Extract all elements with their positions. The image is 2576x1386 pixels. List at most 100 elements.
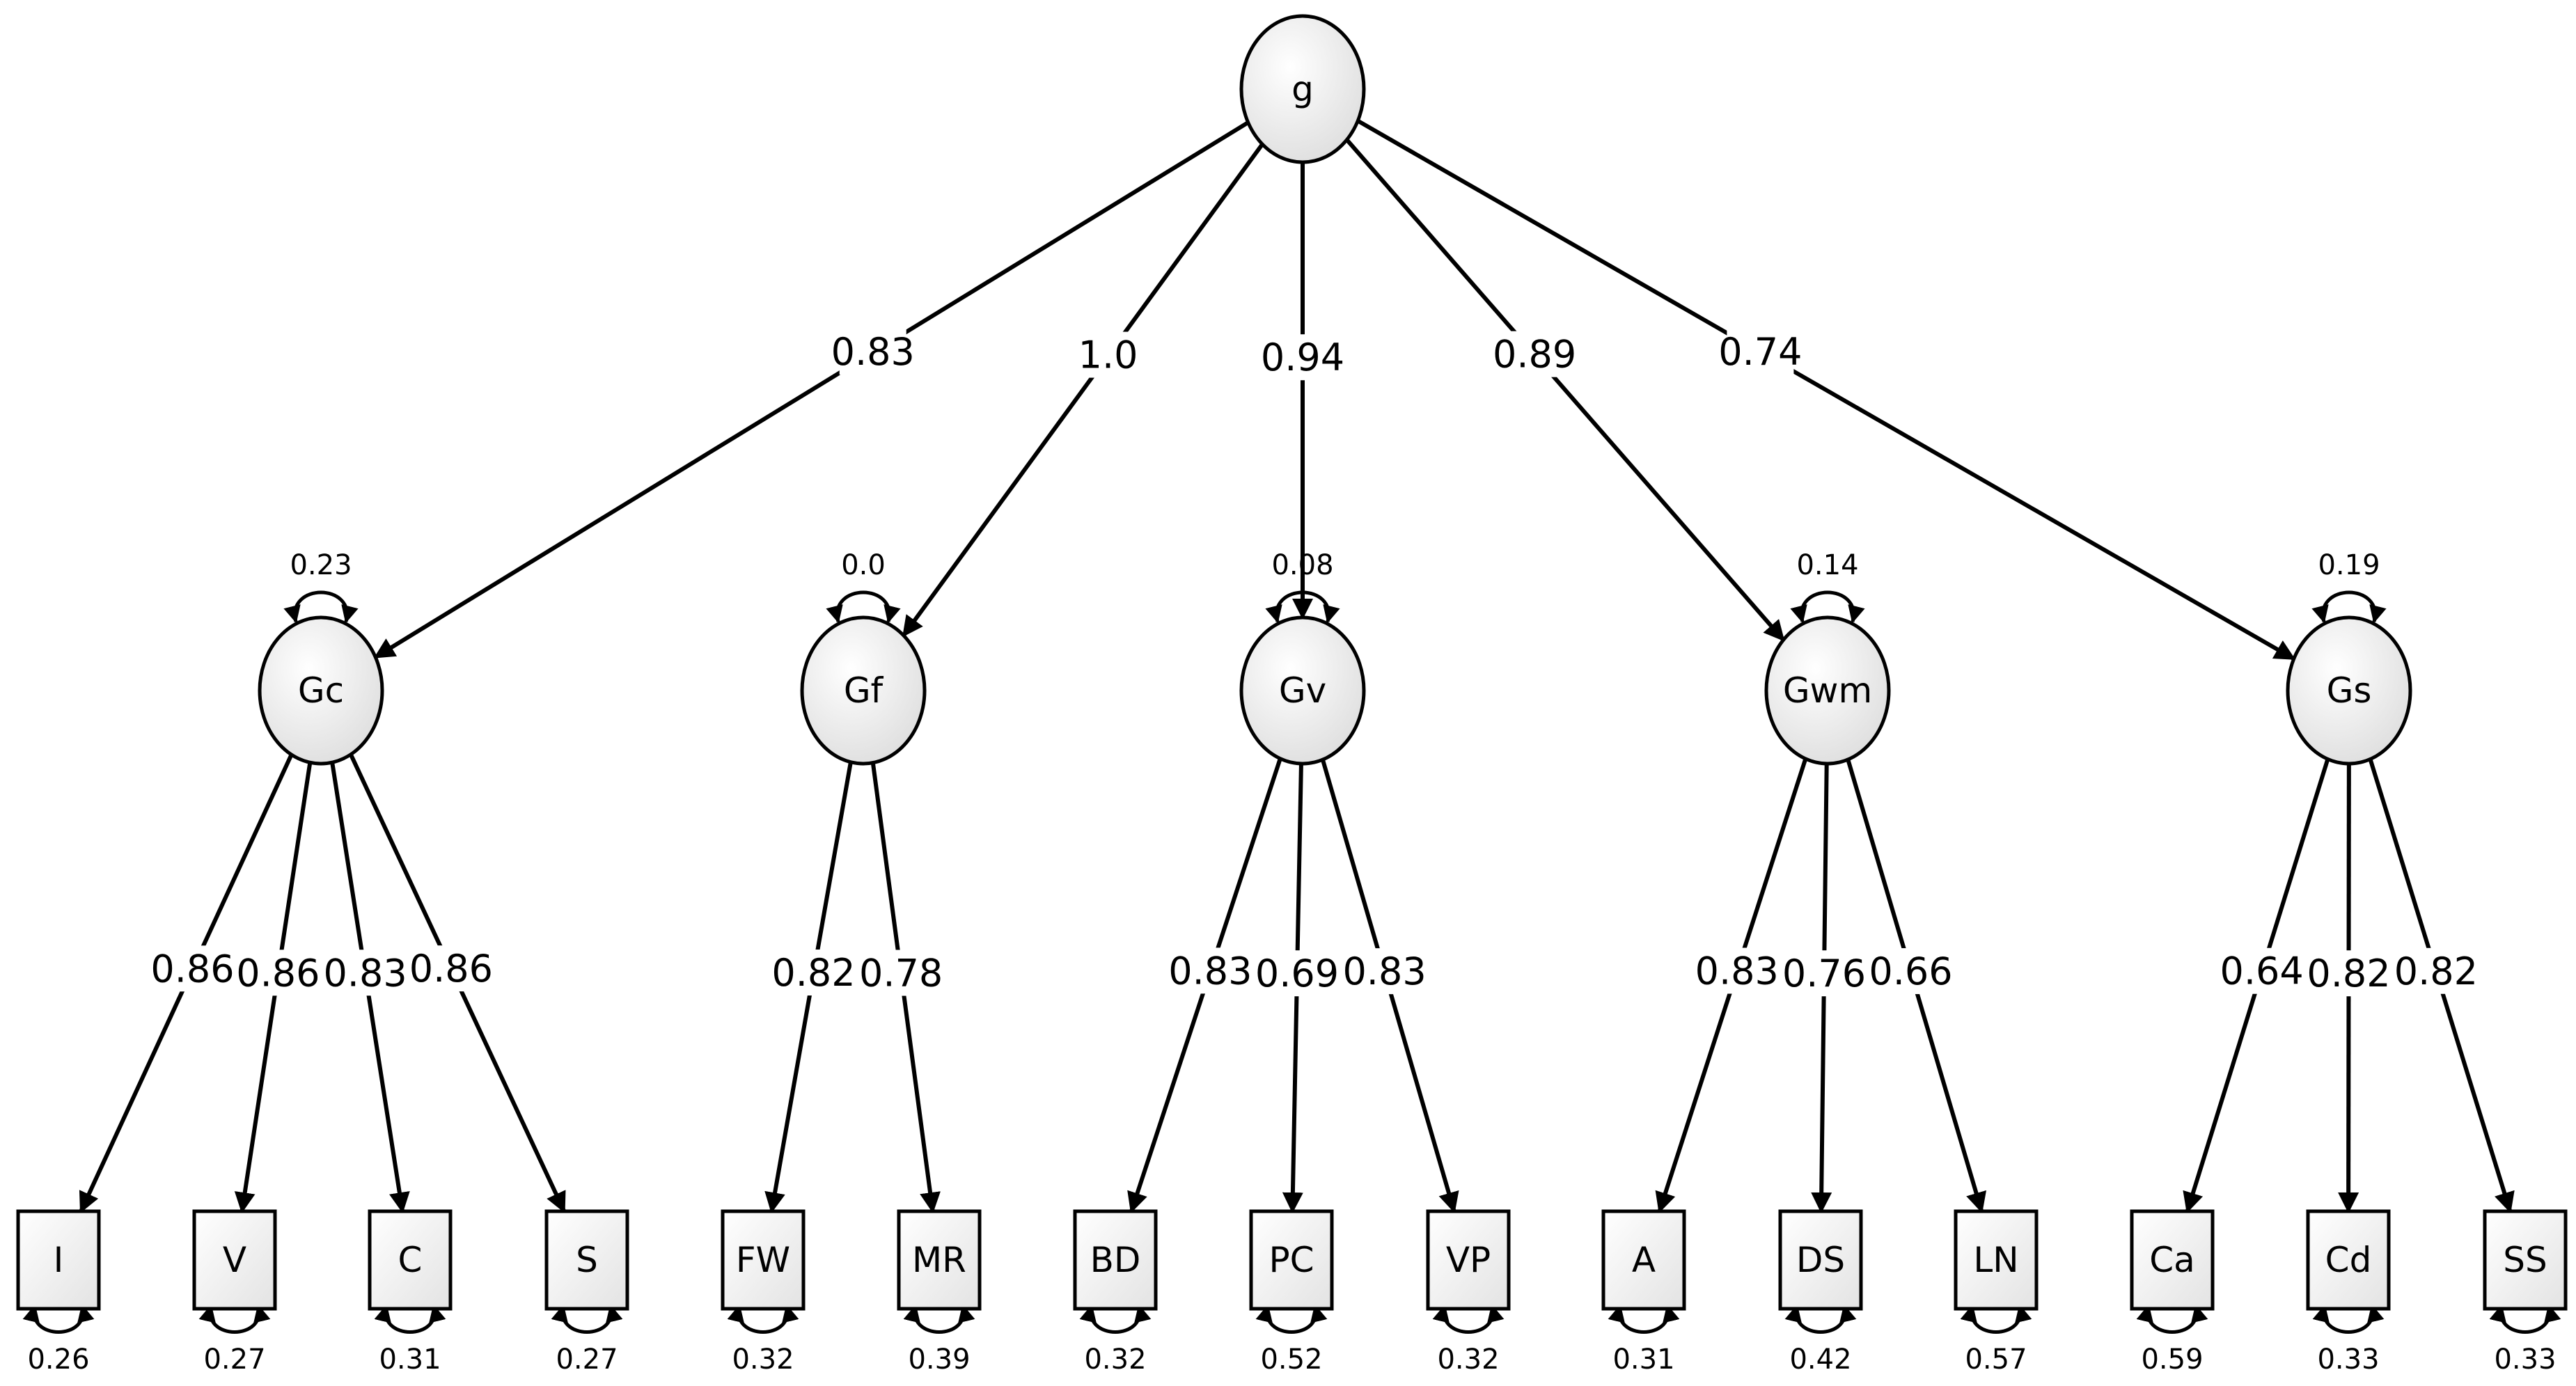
indicator-label-c: C bbox=[398, 1240, 423, 1280]
loading-label-bg-gwm-a bbox=[1703, 947, 1770, 994]
loading-label-bg-gc-c bbox=[331, 950, 399, 996]
error-loop-mr bbox=[903, 1304, 975, 1334]
latent-label-gs: Gs bbox=[2327, 670, 2372, 711]
loading-label-gf-fw: 0.82 bbox=[771, 951, 855, 995]
loading-label-bg-gwm-ln bbox=[1877, 948, 1945, 995]
indicator-label-s: S bbox=[576, 1240, 598, 1280]
latent-factor-gc bbox=[258, 615, 384, 766]
loading-label-bg-gwm-ds bbox=[1791, 950, 1858, 997]
loading-label-gc-v: 0.86 bbox=[236, 951, 320, 995]
latent-factor-g bbox=[1239, 14, 1366, 164]
error-loop-ca bbox=[2136, 1304, 2208, 1334]
error-variance-vp: 0.32 bbox=[1437, 1344, 1499, 1376]
loading-label-bg-gs-ca bbox=[2228, 947, 2295, 994]
loading-label-g-gf: 1.0 bbox=[1078, 333, 1138, 377]
loading-label-bg-gs-ss bbox=[2402, 947, 2469, 994]
error-loop-ln bbox=[1960, 1304, 2032, 1334]
error-loop-cd bbox=[2312, 1304, 2385, 1334]
indicator-bd bbox=[1073, 1209, 1158, 1311]
latent-label-g: g bbox=[1291, 69, 1314, 109]
indicator-label-a: A bbox=[1632, 1240, 1656, 1280]
loading-label-gv-pc: 0.69 bbox=[1255, 952, 1339, 995]
indicator-fw bbox=[721, 1209, 806, 1311]
indicator-ln bbox=[1954, 1209, 2039, 1311]
error-variance-fw: 0.32 bbox=[732, 1344, 794, 1376]
error-variance-v: 0.27 bbox=[203, 1344, 265, 1376]
loading-label-gv-vp: 0.83 bbox=[1342, 950, 1426, 993]
loading-label-gs-ca: 0.64 bbox=[2220, 950, 2304, 993]
residual-loop-gwm bbox=[1790, 590, 1865, 624]
loading-label-gwm-ds: 0.76 bbox=[1782, 952, 1866, 995]
residual-loop-gc bbox=[283, 590, 359, 624]
loading-label-bg-gv-pc bbox=[1264, 950, 1331, 997]
variance-loops-layer: 0.23 0.0 0.08 0.14 0.19 0.26 0.27 0.31 0.27 0.32 0… bbox=[22, 549, 2561, 1376]
residual-variance-gv: 0.08 bbox=[1271, 549, 1333, 581]
loading-label-bg-gf-mr bbox=[867, 950, 935, 996]
error-loop-ss bbox=[2489, 1304, 2561, 1334]
latent-label-gv: Gv bbox=[1279, 670, 1326, 711]
error-variance-a: 0.31 bbox=[1612, 1344, 1674, 1376]
indicator-label-ds: DS bbox=[1796, 1240, 1845, 1280]
loading-label-g-gc: 0.83 bbox=[831, 330, 915, 374]
error-variance-s: 0.27 bbox=[556, 1344, 618, 1376]
error-loop-a bbox=[1608, 1304, 1680, 1334]
path-g-to-gf bbox=[902, 143, 1264, 638]
indicator-cd bbox=[2306, 1209, 2391, 1311]
error-variance-mr: 0.39 bbox=[908, 1344, 970, 1376]
loading-label-gf-mr: 0.78 bbox=[859, 952, 943, 995]
loading-label-bg-g-gv bbox=[1269, 334, 1336, 381]
loading-label-bg-gv-bd bbox=[1177, 947, 1244, 994]
error-variance-pc: 0.52 bbox=[1260, 1344, 1322, 1376]
loading-label-bg-g-gf bbox=[1074, 331, 1142, 378]
indicator-ca bbox=[2130, 1209, 2215, 1311]
indicator-vp bbox=[1426, 1209, 1511, 1311]
indicator-label-pc: PC bbox=[1269, 1240, 1314, 1280]
loading-label-gs-ss: 0.82 bbox=[2394, 950, 2478, 993]
error-loop-pc bbox=[1255, 1304, 1328, 1334]
loading-label-bg-gf-fw bbox=[780, 950, 847, 996]
indicator-c bbox=[368, 1209, 453, 1311]
error-variance-c: 0.31 bbox=[379, 1344, 441, 1376]
error-loop-s bbox=[551, 1304, 623, 1334]
error-loop-fw bbox=[727, 1304, 799, 1334]
residual-variance-gs: 0.19 bbox=[2318, 549, 2380, 581]
error-variance-bd: 0.32 bbox=[1084, 1344, 1146, 1376]
indicator-label-cd: Cd bbox=[2325, 1240, 2372, 1280]
loading-label-bg-g-gc bbox=[839, 329, 906, 375]
error-variance-ln: 0.57 bbox=[1965, 1344, 2027, 1376]
loading-label-gc-s: 0.86 bbox=[409, 947, 493, 991]
indicator-s bbox=[544, 1209, 629, 1311]
error-variance-i: 0.26 bbox=[27, 1344, 89, 1376]
loading-label-bg-gc-s bbox=[417, 945, 485, 992]
loading-label-bg-g-gs bbox=[1727, 328, 1794, 375]
latent-label-gwm: Gwm bbox=[1783, 670, 1872, 711]
indicator-v bbox=[192, 1209, 277, 1311]
path-g-to-gwm bbox=[1345, 138, 1785, 642]
latent-factor-gs bbox=[2286, 615, 2412, 766]
error-variance-ds: 0.42 bbox=[1789, 1344, 1851, 1376]
loading-label-bg-gv-vp bbox=[1351, 948, 1418, 995]
loading-label-gc-i: 0.86 bbox=[150, 947, 234, 991]
residual-variance-gf: 0.0 bbox=[841, 549, 886, 581]
path-g-to-gc bbox=[373, 120, 1250, 659]
loading-label-gwm-a: 0.83 bbox=[1695, 949, 1779, 993]
indicator-label-fw: FW bbox=[736, 1240, 790, 1280]
loading-label-bg-g-gwm bbox=[1501, 331, 1569, 377]
indicator-label-mr: MR bbox=[912, 1240, 966, 1280]
residual-variance-gwm: 0.14 bbox=[1796, 549, 1858, 581]
residual-variance-gc: 0.23 bbox=[290, 549, 352, 581]
indicator-label-ss: SS bbox=[2503, 1240, 2547, 1280]
error-loop-vp bbox=[1432, 1304, 1505, 1334]
error-variance-cd: 0.33 bbox=[2317, 1344, 2379, 1376]
loading-label-gv-bd: 0.83 bbox=[1168, 949, 1252, 993]
loading-label-gc-c: 0.83 bbox=[323, 951, 407, 995]
path-g-to-gs bbox=[1356, 118, 2296, 661]
indicator-pc bbox=[1249, 1209, 1334, 1311]
error-loop-v bbox=[198, 1304, 271, 1334]
indicator-label-i: I bbox=[54, 1240, 64, 1280]
indicator-label-vp: VP bbox=[1446, 1240, 1491, 1280]
indicator-i bbox=[16, 1209, 101, 1311]
error-loop-bd bbox=[1079, 1304, 1152, 1334]
